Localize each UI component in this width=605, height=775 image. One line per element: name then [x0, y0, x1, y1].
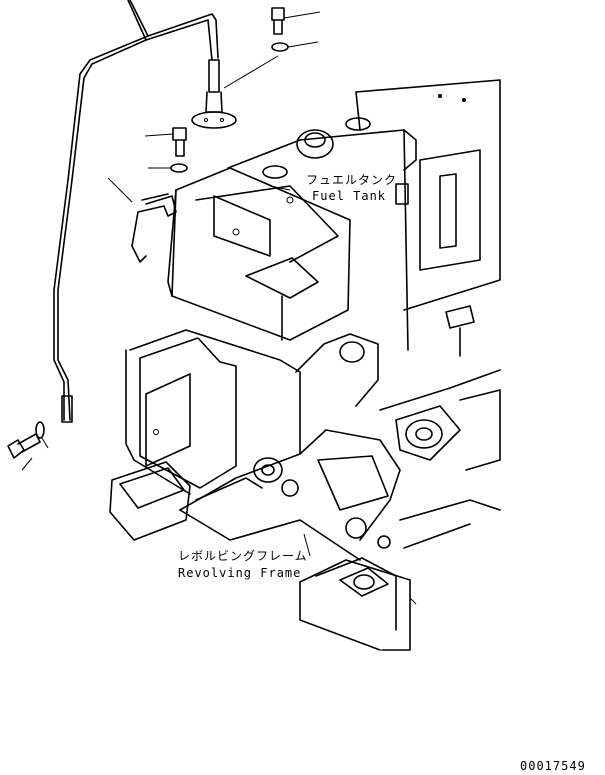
- bolt-left: [144, 127, 188, 173]
- revolving-frame: [109, 329, 501, 651]
- fuel-tank: [227, 79, 501, 357]
- grab-handle: [107, 177, 177, 263]
- handrail-mount-post: [191, 59, 237, 129]
- frame-label-jp: レボルビングフレーム: [178, 549, 308, 563]
- handrail: [53, 0, 219, 423]
- bolt-top: [223, 7, 321, 89]
- frame-leader: [303, 533, 311, 557]
- drawing-number: 00017549: [520, 759, 586, 773]
- frame-label-en: Revolving Frame: [178, 566, 301, 580]
- tank-cover-box: [167, 167, 351, 341]
- fuel-tank-leader: [269, 185, 291, 191]
- bolt-bottom: [7, 421, 49, 471]
- fuel-tank-label-jp: フュエルタンク: [306, 173, 397, 187]
- fuel-tank-label-en: Fuel Tank: [312, 189, 386, 203]
